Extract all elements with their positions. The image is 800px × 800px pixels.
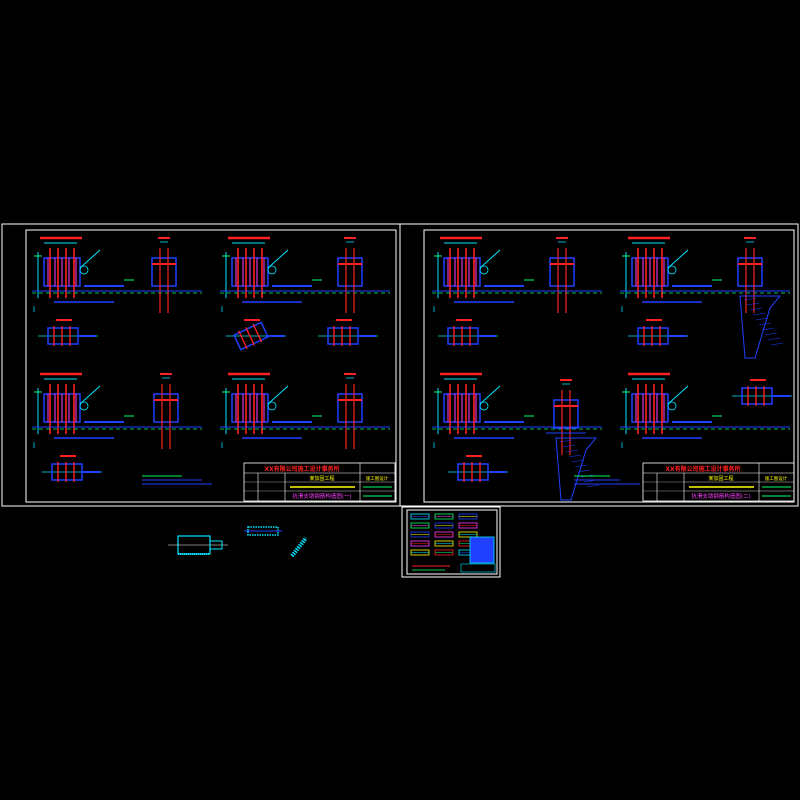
- sheet-1-stage: 施工图设计: [366, 475, 389, 482]
- sheet-1-notes: [142, 475, 212, 485]
- sheet-1-section-1: [144, 237, 184, 313]
- sheet-2-elevation-3: [432, 372, 602, 448]
- sheet-1-elevation-2: [220, 236, 390, 312]
- sheet-1-plan-3: [318, 319, 378, 346]
- sheet-1-project: 某加固工程: [309, 475, 334, 482]
- sheet-1-plan-4: [42, 455, 102, 482]
- sheet-2-plan-2: [628, 319, 688, 346]
- sheet-1-company: XX有限公司施工设计事务所: [264, 465, 339, 473]
- thumbnail-sheet-inner-frame: [406, 509, 498, 575]
- sheet-2-elevation-1: [432, 236, 602, 312]
- loose-pile-cap-detail: [168, 535, 228, 555]
- sheet-2-drawing-title: 抗滑支墩钢筋构造图(二): [691, 492, 750, 500]
- thumbnail-sheet-contents: [410, 513, 496, 573]
- sheet-2-title-block: XX有限公司施工设计事务所 某加固工程 抗滑支墩钢筋构造图(二) 施工图设计: [642, 462, 795, 502]
- sheet-2-notes: [574, 475, 640, 485]
- sheet-2-stage: 施工图设计: [765, 475, 788, 482]
- sheet-1-elevation-1: [32, 236, 202, 312]
- sheet-1-elevation-4: [220, 372, 390, 448]
- sheet-1-elevation-3: [32, 372, 202, 448]
- sheet-2-inner-frame: [423, 229, 795, 503]
- sheet-2-company: XX有限公司施工设计事务所: [665, 465, 740, 473]
- sheet-2-project: 某加固工程: [708, 475, 733, 482]
- sheet-1-section-3: [146, 373, 186, 449]
- sheet-2-section-2: [730, 237, 784, 359]
- sheet-2-section-3: [546, 379, 600, 501]
- sheet-1-plan-2: [226, 319, 286, 351]
- sheet-1-title-block: XX有限公司施工设计事务所 某加固工程 抗滑支墩钢筋构造图(一) 施工图设计: [243, 462, 396, 502]
- sheet-2-plan-1: [438, 319, 498, 346]
- loose-inclined-bar-detail: [290, 536, 308, 558]
- sheet-1-drawing-title: 抗滑支墩钢筋构造图(一): [292, 492, 351, 500]
- thumbnail-sheet-outer-frame: [401, 506, 501, 578]
- sheet-2-elevation-2: [620, 236, 790, 312]
- loose-rebar-bar-detail: [244, 526, 282, 536]
- sheet-2-plan-3: [732, 379, 792, 406]
- sheet-1-section-2: [330, 237, 370, 313]
- sheet-2-elevation-4: [620, 372, 790, 448]
- sheet-2-section-1: [542, 237, 582, 313]
- sheet-2-outer-frame: [399, 223, 799, 507]
- sheet-2-plan-4: [448, 455, 508, 482]
- sheet-1-section-4: [330, 373, 370, 449]
- sheet-1-inner-frame: [25, 229, 397, 503]
- sheet-1-plan-1: [38, 319, 98, 346]
